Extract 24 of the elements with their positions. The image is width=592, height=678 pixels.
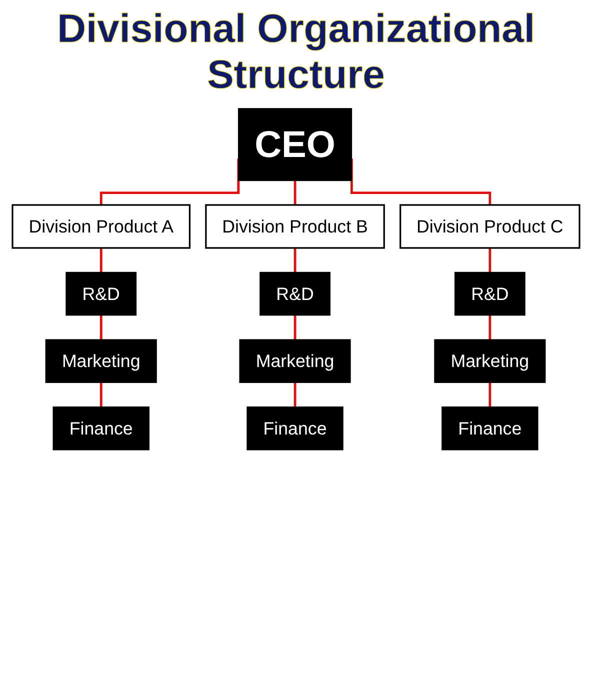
node-box: Division Product C [400, 204, 580, 249]
connector [100, 248, 102, 274]
node-box: Marketing [434, 339, 546, 383]
node-box: Marketing [239, 339, 351, 383]
connector [294, 248, 296, 274]
node-box: R&D [66, 272, 137, 316]
connector [294, 382, 296, 408]
node-box: Division Product B [205, 204, 385, 249]
node-box: CEO [238, 108, 352, 182]
connector [100, 315, 102, 341]
node-box: Finance [52, 406, 150, 450]
node-box: Finance [246, 406, 344, 450]
node-box: R&D [454, 272, 526, 316]
node-box: Division Product A [12, 204, 191, 249]
node-box: Marketing [45, 339, 157, 383]
connector [294, 315, 296, 341]
node-box: R&D [260, 272, 330, 316]
diagram-title: Divisional Organizational Structure [56, 6, 536, 98]
connector [488, 248, 492, 274]
connector [100, 382, 102, 408]
connector [294, 180, 296, 206]
node-box: Finance [442, 406, 538, 450]
connector [488, 382, 492, 408]
connector [488, 315, 492, 341]
